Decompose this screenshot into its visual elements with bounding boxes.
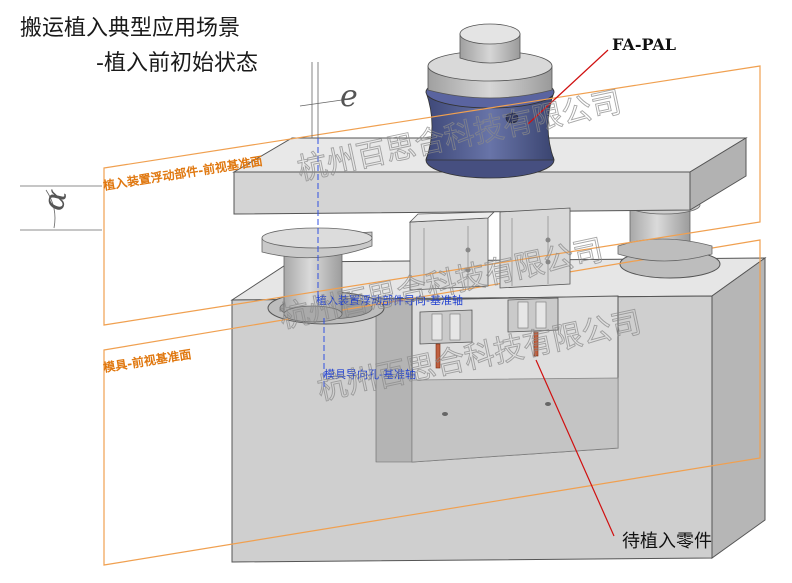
lower-axis-label: 模具导向孔-基准轴 [324, 367, 416, 381]
parts-to-insert [435, 331, 539, 369]
alpha-angle-marks [20, 185, 102, 231]
e-symbol: e [340, 79, 358, 114]
floating-beam [232, 137, 748, 215]
part-label: 待植入零件 [622, 531, 712, 552]
upper-axis-label: 植入装置浮动部件导向-基准轴 [316, 293, 463, 307]
fa-pal-leader-line [527, 49, 609, 125]
fa-pal-unit [425, 23, 555, 179]
alpha-symbol: α [36, 186, 75, 214]
title-line-1: 搬运植入典型应用场景 [20, 16, 241, 41]
left-support-post [261, 227, 373, 323]
title-line-2: -植入前初始状态 [96, 51, 258, 76]
e-dimension-marks [299, 62, 343, 138]
fa-pal-label: FA-PAL [612, 35, 676, 54]
part-leader-line [535, 359, 615, 537]
floating-part-front-datum-plane [103, 65, 761, 326]
right-gripper [499, 207, 571, 333]
lower-plane-label: 模具-前视基准面 [102, 346, 192, 375]
left-gripper [408, 211, 495, 345]
